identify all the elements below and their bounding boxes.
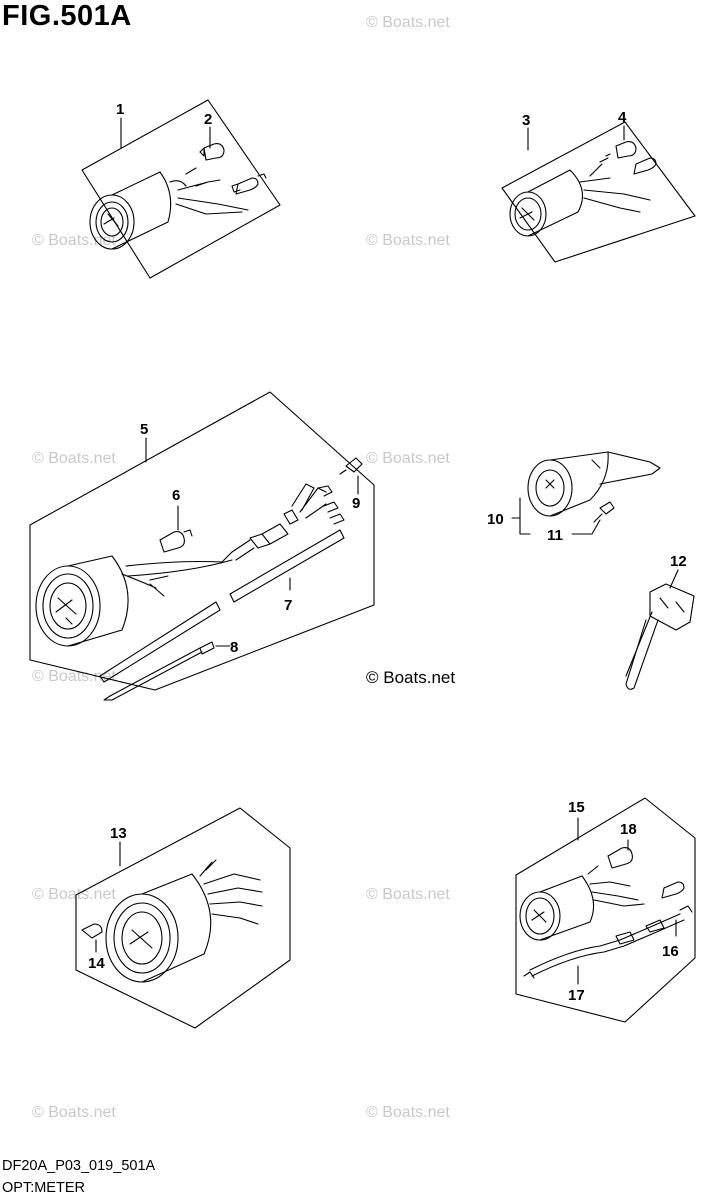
callout-5: 5 [140, 421, 148, 438]
meter-face-icon [89, 194, 135, 250]
screw-icon [593, 501, 615, 523]
bulb-socket-icon [633, 157, 657, 175]
bulb-icon [615, 141, 637, 159]
tube-icon [99, 601, 221, 683]
group-outline [75, 807, 291, 1029]
figure-code: DF20A_P03_019_501A [2, 1158, 156, 1174]
watermark-main: © Boats.net [366, 668, 456, 687]
watermark: © Boats.net [366, 1104, 450, 1121]
watermark: © Boats.net [32, 1104, 116, 1121]
meter-assembly-15 [515, 797, 696, 1023]
connector-icon [249, 523, 289, 549]
tachometer-kit [29, 391, 375, 701]
callout-7: 7 [284, 597, 292, 614]
watermark: © Boats.net [32, 450, 116, 467]
tube-icon [229, 529, 345, 603]
callout-13: 13 [110, 825, 127, 842]
callout-8: 8 [230, 639, 238, 656]
figure-title: FIG.501A [2, 0, 132, 32]
callout-6: 6 [172, 487, 180, 504]
screw-icon [339, 457, 363, 475]
callout-16: 16 [662, 943, 679, 960]
callout-14: 14 [88, 955, 105, 972]
meter-assembly-1 [81, 99, 281, 279]
watermark: © Boats.net [32, 232, 116, 249]
watermark: © Boats.net [366, 232, 450, 249]
bulb-socket-icon [661, 881, 685, 899]
watermark: © Boats.net [366, 450, 450, 467]
bracket-part [625, 583, 695, 690]
callout-3: 3 [522, 112, 530, 129]
bulb-socket-icon [231, 173, 267, 195]
group-outline [29, 391, 375, 691]
group-outline [501, 121, 696, 263]
watermark: © Boats.net [32, 886, 116, 903]
bulb-icon [607, 847, 633, 869]
callout-15: 15 [568, 799, 585, 816]
callout-12: 12 [670, 553, 687, 570]
wire-harness-icon [529, 913, 681, 971]
meter-assembly-3 [501, 121, 696, 263]
meter-face-icon [35, 565, 101, 647]
callout-1: 1 [116, 101, 124, 118]
callout-18: 18 [620, 821, 637, 838]
meter-assembly-13 [75, 807, 291, 1029]
meter-housing [527, 451, 661, 523]
callout-17: 17 [568, 987, 585, 1004]
callout-4: 4 [618, 109, 627, 126]
watermark: © Boats.net [366, 886, 450, 903]
callout-2: 2 [204, 111, 212, 128]
cable-tie-icon [109, 647, 203, 701]
bulb-icon [159, 529, 193, 553]
callout-9: 9 [352, 495, 360, 512]
callout-11: 11 [547, 527, 563, 544]
bulb-icon [199, 143, 225, 161]
watermark: © Boats.net [32, 668, 116, 685]
bulb-icon [81, 923, 103, 939]
watermark: © Boats.net [366, 14, 450, 31]
figure-caption: OPT:METER [2, 1180, 85, 1196]
callout-10: 10 [487, 511, 504, 528]
meter-face-icon [105, 893, 179, 983]
group-outline [515, 797, 696, 1023]
